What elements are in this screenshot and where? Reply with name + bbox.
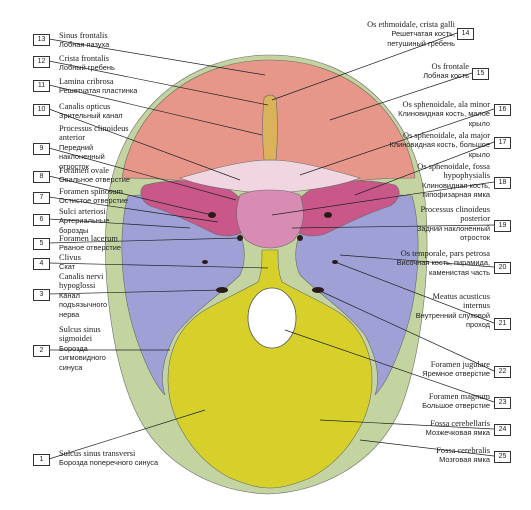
leader-line	[359, 439, 495, 457]
label-number-25: 25	[494, 451, 511, 463]
leader-line	[48, 262, 269, 269]
leader-line	[48, 409, 206, 460]
leader-line	[291, 224, 495, 229]
label-number-10: 10	[33, 104, 50, 116]
label-number-15: 15	[472, 68, 489, 80]
leader-line	[48, 175, 213, 216]
label-number-3: 3	[33, 289, 50, 301]
leader-line	[334, 261, 495, 324]
leader-line	[271, 32, 458, 101]
leader-line	[354, 141, 495, 196]
label-number-4: 4	[33, 258, 50, 270]
occipital-bone	[167, 249, 373, 489]
foramen-lacerum-right	[297, 235, 303, 241]
leader-line	[329, 72, 473, 121]
crista-galli	[262, 94, 278, 161]
leader-line	[48, 289, 223, 295]
label-number-13: 13	[33, 34, 50, 46]
label-number-17: 17	[494, 137, 511, 149]
leader-line	[48, 218, 191, 229]
leader-line	[48, 60, 269, 106]
leader-line	[48, 84, 263, 136]
leader-line	[48, 237, 241, 244]
label-number-23: 23	[494, 397, 511, 409]
label-number-2: 2	[33, 345, 50, 357]
label-number-8: 8	[33, 171, 50, 183]
leader-lines	[48, 32, 495, 460]
foramen-ovale-right	[324, 212, 332, 218]
label-number-14: 14	[457, 28, 474, 40]
leader-line	[299, 108, 495, 176]
label-number-7: 7	[33, 192, 50, 204]
leader-line	[284, 329, 495, 403]
label-number-18: 18	[494, 177, 511, 189]
leader-line	[48, 196, 219, 223]
foramen-magnum	[247, 287, 297, 349]
leader-line	[317, 289, 495, 372]
meatus-acusticus-left	[202, 260, 208, 264]
label-number-20: 20	[494, 262, 511, 274]
label-number-24: 24	[494, 424, 511, 436]
label-number-6: 6	[33, 214, 50, 226]
leader-line	[319, 419, 495, 430]
leader-line	[48, 38, 266, 76]
label-number-12: 12	[33, 56, 50, 68]
leader-line	[339, 254, 495, 268]
label-number-1: 1	[33, 454, 50, 466]
label-number-22: 22	[494, 366, 511, 378]
leader-line	[271, 181, 495, 216]
label-number-9: 9	[33, 143, 50, 155]
label-number-21: 21	[494, 318, 511, 330]
leader-line	[48, 108, 241, 181]
leader-line	[48, 147, 237, 201]
sphenoid-body	[236, 189, 304, 249]
label-number-5: 5	[33, 238, 50, 250]
label-number-16: 16	[494, 104, 511, 116]
label-number-11: 11	[33, 80, 50, 92]
label-number-19: 19	[494, 220, 511, 232]
